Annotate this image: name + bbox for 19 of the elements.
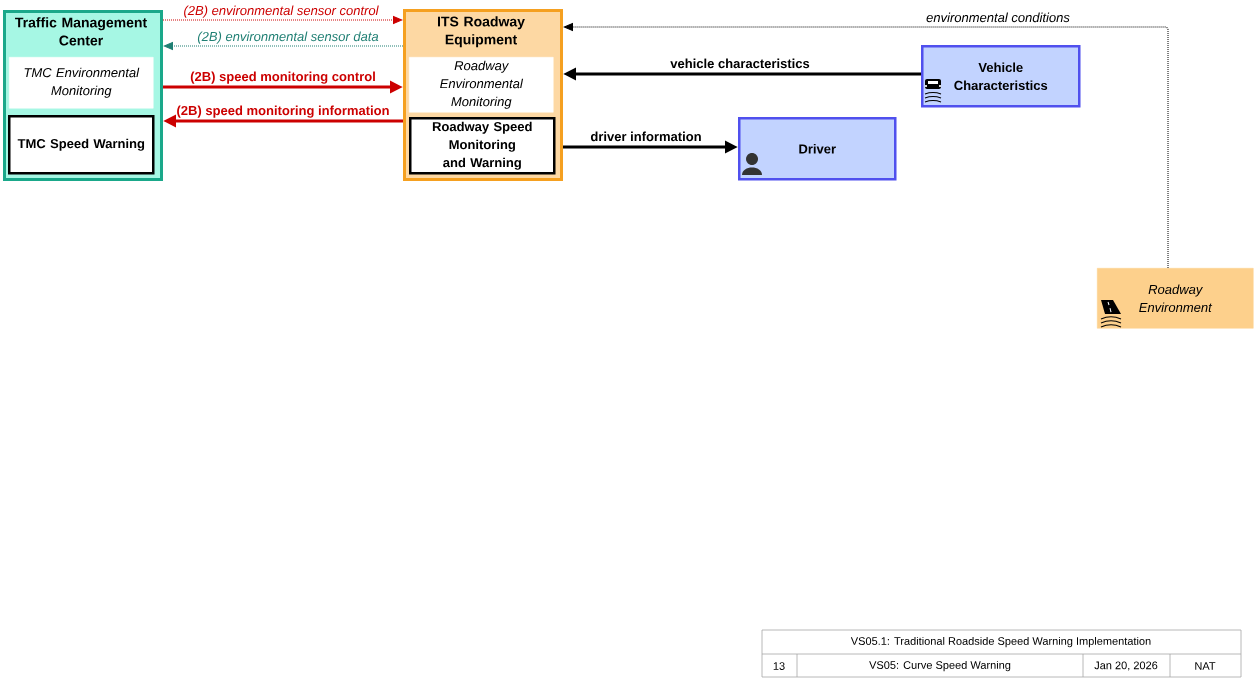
function-box: Roadway Environmental Monitoring: [409, 57, 554, 113]
function-box: TMC Speed Warning: [8, 115, 155, 175]
edge-label: (2B) environmental sensor data: [197, 31, 379, 44]
terminator-box: Driver: [738, 117, 897, 181]
edge-label: (2B) speed monitoring control: [190, 71, 375, 84]
edge-label: (2B) speed monitoring information: [177, 105, 389, 118]
edge-label: environmental conditions: [926, 12, 1070, 23]
table-cell-text: VS05: Curve Speed Warning: [869, 660, 1011, 672]
table-cell-text: 13: [773, 662, 785, 670]
function-box: TMC Environmental Monitoring: [9, 57, 154, 109]
terminator-box: Vehicle Characteristics: [921, 45, 1081, 108]
table-cell-text: VS05.1: Traditional Roadside Speed Warning Implementation: [850, 636, 1151, 648]
table-cell-text: NAT: [1195, 662, 1216, 670]
edge-label: vehicle characteristics: [670, 58, 810, 69]
table-cell-text: Jan 20, 2026: [1094, 661, 1158, 671]
edge-label: (2B) environmental sensor control: [184, 5, 379, 18]
terminator-box: Roadway Environment: [1097, 268, 1254, 329]
edge-label: driver information: [590, 131, 701, 142]
function-box: Roadway Speed Monitoring and Warning: [409, 117, 556, 175]
